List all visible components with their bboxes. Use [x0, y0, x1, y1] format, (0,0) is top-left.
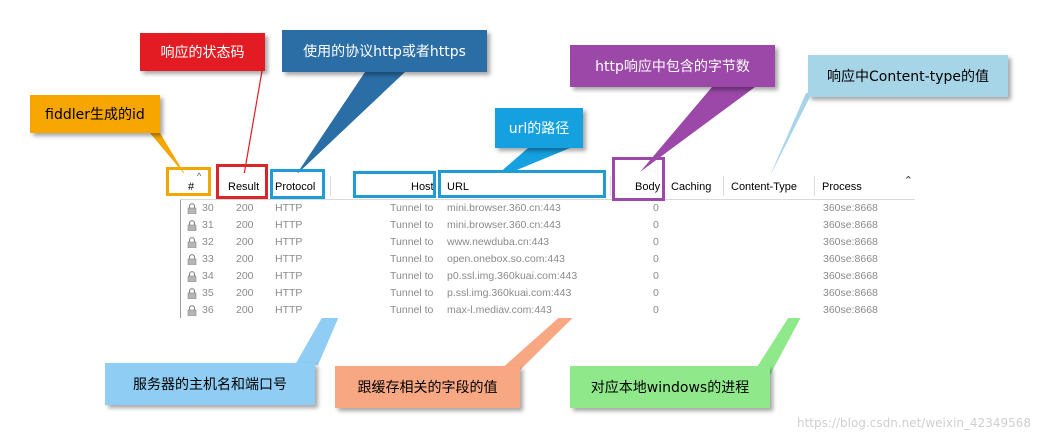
cell-url: www.newduba.cn:443: [447, 236, 550, 248]
column-url[interactable]: URL: [447, 181, 470, 193]
pointer-id: [150, 133, 186, 176]
callout-body: http响应中包含的字节数: [570, 45, 775, 87]
cell-host: Tunnel to: [390, 287, 434, 299]
cell-id: 36: [202, 304, 214, 316]
lock-icon: [187, 288, 197, 299]
cell-result: 200: [236, 270, 254, 282]
highlight-body-column: [612, 157, 665, 201]
highlight-host-column: [353, 171, 436, 198]
callout-status: 响应的状态码: [140, 33, 265, 71]
column-result[interactable]: Result: [228, 181, 260, 193]
cell-url: max-l.mediav.com:443: [447, 304, 552, 316]
cell-process: 360se:8668: [823, 202, 878, 214]
table-row[interactable]: 33 200 HTTP Tunnel to open.onebox.so.com…: [180, 251, 915, 268]
cell-process: 360se:8668: [823, 270, 878, 282]
cell-url: mini.browser.360.cn:443: [447, 219, 561, 231]
callout-caching: 跟缓存相关的字段的值: [335, 366, 520, 408]
cell-body: 0: [653, 304, 659, 316]
highlight-url-column: [438, 170, 606, 198]
cell-url: open.onebox.so.com:443: [447, 253, 565, 265]
cell-body: 0: [653, 253, 659, 265]
cell-body: 0: [653, 219, 659, 231]
column-content-type[interactable]: Content-Type: [731, 181, 798, 193]
cell-host: Tunnel to: [390, 236, 434, 248]
callout-url: url的路径: [495, 108, 583, 148]
pointer-protocol: [296, 72, 405, 175]
column-caching[interactable]: Caching: [671, 181, 712, 193]
cell-process: 360se:8668: [823, 287, 878, 299]
cell-host: Tunnel to: [390, 253, 434, 265]
table-row[interactable]: 35 200 HTTP Tunnel to p.ssl.img.360kuai.…: [180, 285, 915, 302]
cell-protocol: HTTP: [275, 236, 303, 248]
column-protocol[interactable]: Protocol: [275, 181, 316, 193]
column-host[interactable]: Host: [411, 181, 434, 193]
cell-host: Tunnel to: [390, 219, 434, 231]
cell-process: 360se:8668: [823, 236, 878, 248]
highlight-protocol-column: [270, 169, 325, 199]
cell-host: Tunnel to: [390, 270, 434, 282]
table-row[interactable]: 34 200 HTTP Tunnel to p0.ssl.img.360kuai…: [180, 268, 915, 285]
table-row[interactable]: 32 200 HTTP Tunnel to www.newduba.cn:443…: [180, 234, 915, 251]
cell-id: 33: [202, 253, 214, 265]
cell-protocol: HTTP: [275, 270, 303, 282]
cell-process: 360se:8668: [823, 253, 878, 265]
table-row[interactable]: 30 200 HTTP Tunnel to mini.browser.360.c…: [180, 200, 915, 217]
cell-host: Tunnel to: [390, 304, 434, 316]
lock-icon: [187, 237, 197, 248]
column-process[interactable]: Process: [822, 181, 862, 193]
cell-protocol: HTTP: [275, 304, 303, 316]
cell-result: 200: [236, 236, 254, 248]
cell-process: 360se:8668: [823, 304, 878, 316]
cell-protocol: HTTP: [275, 202, 303, 214]
cell-url: p.ssl.img.360kuai.com:443: [447, 287, 572, 299]
callout-process: 对应本地windows的进程: [570, 366, 770, 408]
cell-protocol: HTTP: [275, 219, 303, 231]
callout-content-type: 响应中Content-type的值: [808, 55, 1008, 97]
cell-host: Tunnel to: [390, 202, 434, 214]
column-id[interactable]: #: [188, 181, 195, 193]
cell-url: mini.browser.360.cn:443: [447, 202, 561, 214]
cell-result: 200: [236, 202, 254, 214]
pointer-body: [640, 87, 755, 172]
lock-icon: [187, 305, 197, 316]
callout-host: 服务器的主机名和端口号: [105, 363, 315, 405]
watermark: https://blog.csdn.net/weixin_42349568: [796, 416, 1031, 430]
sessions-header: ^ # Result Protocol Host URL Body Cachin…: [180, 171, 915, 200]
table-row[interactable]: 31 200 HTTP Tunnel to mini.browser.360.c…: [180, 217, 915, 234]
cell-body: 0: [653, 236, 659, 248]
cell-protocol: HTTP: [275, 287, 303, 299]
cell-result: 200: [236, 219, 254, 231]
cell-id: 34: [202, 270, 214, 282]
cell-id: 31: [202, 219, 214, 231]
cell-id: 35: [202, 287, 214, 299]
callout-id: fiddler生成的id: [30, 95, 160, 133]
cell-id: 30: [202, 202, 214, 214]
lock-icon: [187, 203, 197, 214]
scroll-up-icon[interactable]: ⌃: [903, 175, 913, 187]
pointer-content-type: [769, 93, 812, 178]
sessions-rows: 30 200 HTTP Tunnel to mini.browser.360.c…: [180, 200, 915, 319]
callout-protocol: 使用的协议http或者https: [282, 30, 487, 72]
sort-ascending-icon: ^: [197, 171, 202, 181]
column-body[interactable]: Body: [635, 181, 661, 193]
highlight-id-column: [166, 167, 211, 196]
cell-result: 200: [236, 304, 254, 316]
cell-process: 360se:8668: [823, 219, 878, 231]
cell-result: 200: [236, 253, 254, 265]
pointer-status: [243, 70, 263, 176]
cell-id: 32: [202, 236, 214, 248]
cell-body: 0: [653, 202, 659, 214]
lock-icon: [187, 254, 197, 265]
lock-icon: [187, 220, 197, 231]
cell-protocol: HTTP: [275, 253, 303, 265]
highlight-result-column: [216, 164, 268, 199]
cell-url: p0.ssl.img.360kuai.com:443: [447, 270, 578, 282]
cell-body: 0: [653, 270, 659, 282]
cell-body: 0: [653, 287, 659, 299]
table-row[interactable]: 36 200 HTTP Tunnel to max-l.mediav.com:4…: [180, 302, 915, 319]
cell-result: 200: [236, 287, 254, 299]
lock-icon: [187, 271, 197, 282]
